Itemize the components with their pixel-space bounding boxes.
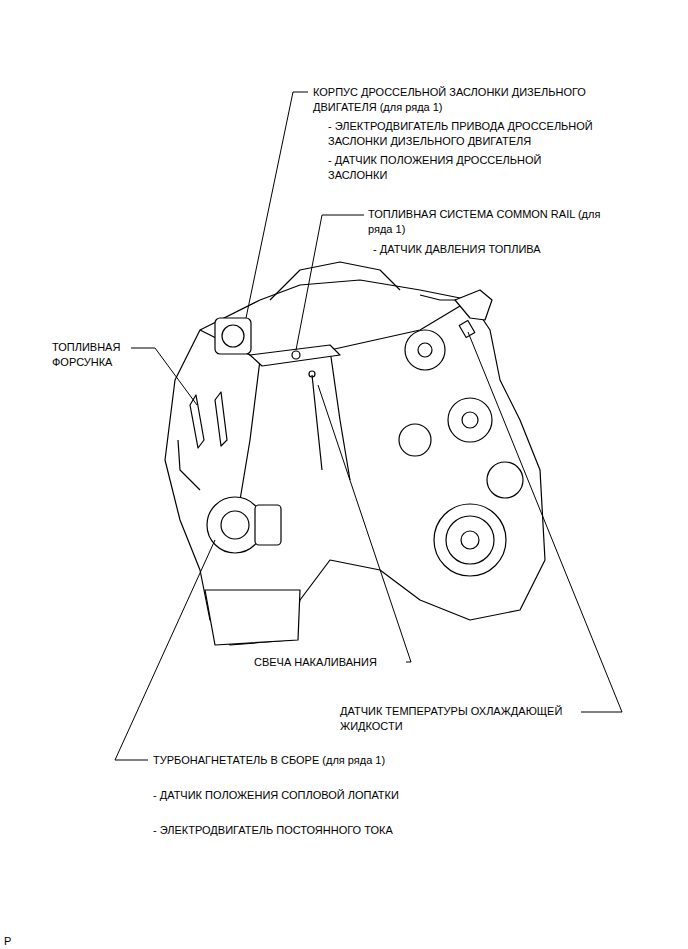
leader-lines xyxy=(115,92,622,760)
engine-block xyxy=(165,280,545,645)
part-label: - ЭЛЕКТРОДВИГАТЕЛЬ ПРИВОДА ДРОССЕЛЬНОЙ З… xyxy=(328,119,618,149)
turbo-housing xyxy=(221,511,249,539)
part-label: СВЕЧА НАКАЛИВАНИЯ xyxy=(254,655,404,670)
pulley xyxy=(405,330,445,370)
pulley xyxy=(487,462,523,498)
leader-line xyxy=(246,92,308,318)
part-label: - ДАТЧИК ПОЛОЖЕНИЯ ДРОССЕЛЬНОЙ ЗАСЛОНКИ xyxy=(328,153,578,183)
crank-pulley xyxy=(434,504,506,576)
pressure-sensor xyxy=(292,351,300,359)
pulley xyxy=(448,398,492,442)
leader-line xyxy=(318,385,411,662)
crank-hub xyxy=(461,531,479,549)
engine-edge xyxy=(240,360,260,500)
turbo-actuator xyxy=(255,505,281,545)
pulley xyxy=(399,424,431,456)
water-outlet xyxy=(455,290,492,320)
turbo-pipe xyxy=(178,440,200,490)
oil-pan xyxy=(205,590,300,645)
leader-line xyxy=(468,332,622,712)
part-label: - ЭЛЕКТРОДВИГАТЕЛЬ ПОСТОЯННОГО ТОКА xyxy=(153,823,493,838)
throttle-bore xyxy=(222,325,244,347)
glow-plug-tip xyxy=(309,371,315,377)
part-label: - ДАТЧИК ДАВЛЕНИЯ ТОПЛИВА xyxy=(373,242,623,257)
pulley-hub xyxy=(418,343,432,357)
common-rail xyxy=(250,345,340,366)
part-label: - ДАТЧИК ПОЛОЖЕНИЯ СОПЛОВОЙ ЛОПАТКИ xyxy=(153,788,493,803)
crank-pulley xyxy=(446,516,494,564)
part-label: ТУРБОНАГНЕТАТЕЛЬ В СБОРЕ (для ряда 1) xyxy=(153,753,493,768)
part-label: ТОПЛИВНАЯ ФОРСУНКА xyxy=(52,340,147,370)
glow-plug xyxy=(312,375,322,470)
part-label: ДАТЧИК ТЕМПЕРАТУРЫ ОХЛАЖДАЮЩЕЙ ЖИДКОСТИ xyxy=(340,704,580,734)
part-label: ТОПЛИВНАЯ СИСТЕМА COMMON RAIL (для ряда … xyxy=(368,207,613,237)
leader-line xyxy=(131,348,197,405)
fuel-injector xyxy=(190,395,204,448)
fuel-injector xyxy=(215,392,227,446)
part-label: КОРПУС ДРОССЕЛЬНОЙ ЗАСЛОНКИ ДИЗЕЛЬНОГО Д… xyxy=(313,85,613,115)
intake-pipe xyxy=(270,262,400,300)
leader-line xyxy=(115,540,215,760)
leader-line xyxy=(296,215,364,350)
engine-edge xyxy=(330,350,350,480)
pulley-hub xyxy=(462,412,478,428)
coolant-sensor xyxy=(459,320,475,337)
part-label: P xyxy=(4,934,34,949)
throttle-body xyxy=(215,318,251,354)
